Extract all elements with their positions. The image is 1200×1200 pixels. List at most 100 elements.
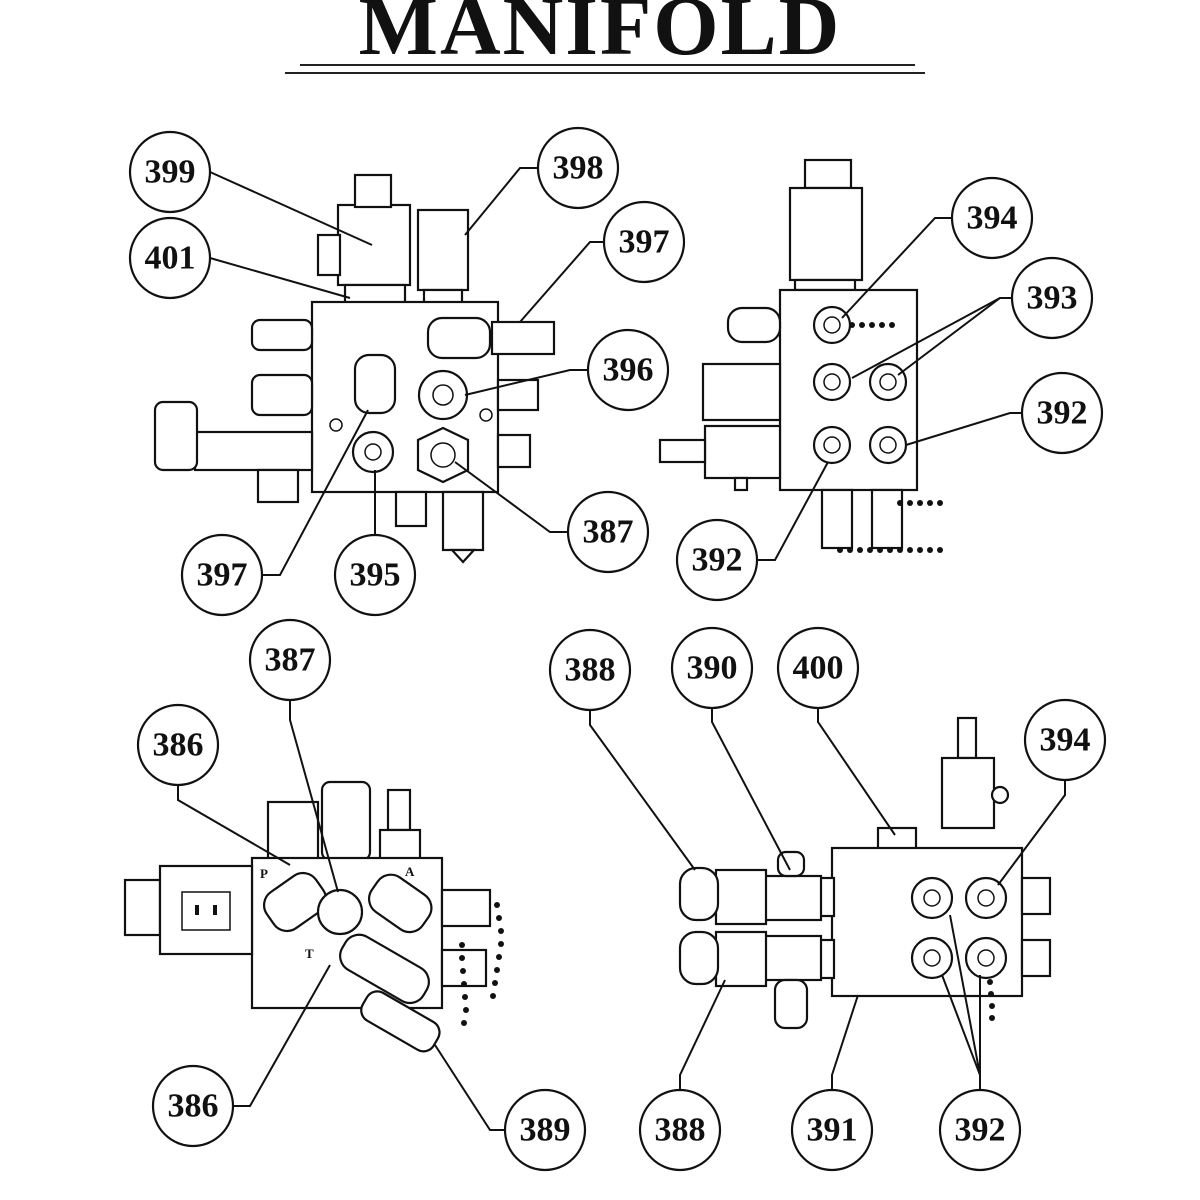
solenoid-coil [336, 203, 412, 287]
tube-390-upper [763, 874, 823, 922]
fitting-bottom-long [441, 490, 485, 552]
elbow-fitting-mid-left [250, 373, 314, 417]
valve-knob-front [353, 353, 397, 415]
callout-400: 400 [776, 626, 860, 710]
svg-text:401: 401 [145, 240, 196, 277]
diagram-title: MANIFOLD [358, 0, 842, 73]
fitting-top-left-bl [266, 800, 320, 862]
valve-knob-397 [426, 316, 492, 360]
svg-text:392: 392 [692, 542, 743, 579]
plug-395 [351, 430, 395, 474]
callout-392-left: 392 [675, 518, 759, 602]
callout-393: 393 [1010, 256, 1094, 340]
port-392-left [812, 425, 852, 465]
tee-fitting-left [193, 430, 314, 472]
port-394-right [812, 305, 852, 345]
svg-text:397: 397 [619, 224, 670, 261]
valve-cartridge-p [262, 871, 328, 933]
callout-389: 389 [503, 1088, 587, 1172]
valve-cartridge-398 [416, 208, 470, 292]
port-392-br-left [910, 936, 954, 980]
elbow-fitting-far-left [153, 400, 199, 472]
port-label-t: T [305, 946, 314, 961]
solenoid-body-right [788, 186, 864, 282]
tube-390-lower [763, 934, 823, 982]
solenoid-body-bl [158, 864, 254, 956]
nut-lower-br [714, 930, 768, 988]
title-underline-lower [285, 72, 925, 74]
svg-text:398: 398 [553, 150, 604, 187]
manifold-view-top-left [153, 173, 556, 564]
svg-text:389: 389 [520, 1112, 571, 1149]
svg-text:391: 391 [807, 1112, 858, 1149]
top-connector-br [956, 716, 978, 760]
svg-text:387: 387 [265, 642, 316, 679]
leader-lines [177, 167, 1066, 1131]
callout-387-top: 387 [566, 490, 650, 574]
fitting-right-mid [496, 378, 540, 412]
svg-text:387: 387 [583, 514, 634, 551]
fitting-right-upper [490, 320, 556, 356]
callout-386-top: 386 [136, 703, 220, 787]
callout-392-bottom: 392 [938, 1088, 1022, 1172]
chain-top-right [837, 322, 943, 553]
chain-bottom-left [459, 902, 504, 1026]
svg-text:386: 386 [153, 727, 204, 764]
fitting-bottom-left [256, 468, 300, 504]
svg-text:393: 393 [1027, 280, 1078, 317]
manifold-view-bottom-right [678, 716, 1052, 1030]
svg-text:392: 392 [1037, 395, 1088, 432]
elbow-388-lower [678, 930, 720, 986]
callout-390: 390 [670, 626, 754, 710]
fitting-bottom-br [773, 978, 809, 1030]
svg-text:396: 396 [603, 352, 654, 389]
hex-plug-387 [416, 426, 470, 484]
side-solenoid-lower [703, 424, 782, 480]
solenoid-cap-right [803, 158, 853, 190]
port-label-a: A [405, 864, 415, 879]
svg-text:390: 390 [687, 650, 738, 687]
side-solenoid-middle [701, 362, 782, 422]
svg-text:388: 388 [655, 1112, 706, 1149]
valve-cartridge-a [367, 873, 433, 934]
solenoid-br [940, 756, 996, 830]
port-label-p: P [260, 866, 268, 881]
port-392-right [868, 425, 908, 465]
valve-cartridge-lower [339, 933, 430, 1005]
port-393-left [812, 362, 852, 402]
fitting-right-lower-bl [440, 948, 488, 988]
callout-387-mid: 387 [248, 618, 332, 702]
callout-399: 399 [128, 130, 212, 214]
title-underline-upper [300, 64, 915, 66]
bottom-fitting-right-b [870, 488, 904, 550]
manifold-view-bottom-left: P A T [123, 780, 504, 1053]
callout-394-bottom: 394 [1023, 698, 1107, 782]
callout-397-bottom: 397 [180, 533, 264, 617]
svg-text:397: 397 [197, 557, 248, 594]
elbow-fitting-upper-left [250, 318, 314, 352]
port-393-right [868, 362, 908, 402]
solenoid-end-bl [123, 878, 162, 937]
bottom-fitting-right-a [820, 488, 854, 550]
top-plug-400 [876, 826, 918, 852]
callout-394-top: 394 [950, 176, 1034, 260]
svg-text:399: 399 [145, 154, 196, 191]
fitting-bottom-small [394, 490, 428, 528]
callout-397-top: 397 [602, 200, 686, 284]
plug-387-bl [316, 888, 364, 936]
port-392-br-right [964, 936, 1008, 980]
svg-text:394: 394 [967, 200, 1018, 237]
callout-401: 401 [128, 216, 212, 300]
coil-connector [316, 233, 342, 277]
svg-text:395: 395 [350, 557, 401, 594]
svg-text:394: 394 [1040, 722, 1091, 759]
fitting-right-lower [496, 433, 532, 469]
port-br-top-left [910, 876, 954, 920]
top-connector-bl [386, 788, 412, 832]
manifold-view-top-right [658, 158, 943, 553]
callout-391: 391 [790, 1088, 874, 1172]
plug-396 [417, 369, 469, 421]
callout-392-right: 392 [1020, 371, 1104, 455]
elbow-top-bl [320, 780, 372, 862]
